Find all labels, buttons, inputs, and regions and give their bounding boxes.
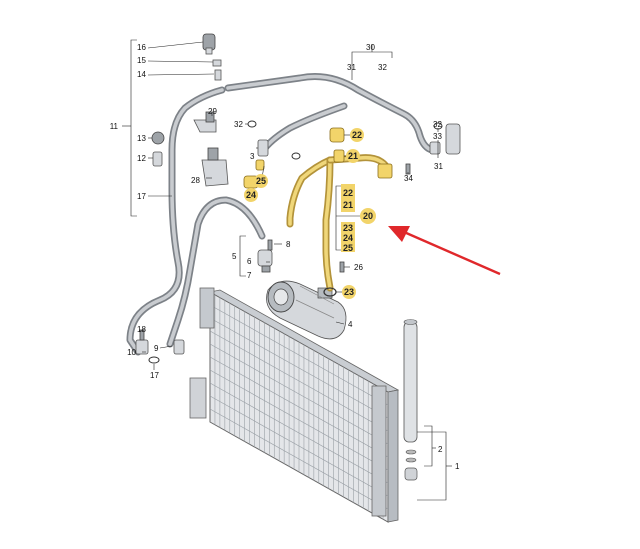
- label-8: 8: [286, 240, 291, 249]
- label-18: 18: [137, 325, 146, 334]
- condenser-fin: [209, 408, 389, 510]
- badge-20: [360, 208, 376, 224]
- label-5: 5: [232, 252, 237, 261]
- label-30: 30: [366, 43, 375, 52]
- label-23a: 23: [343, 223, 353, 233]
- condenser-fin: [209, 330, 389, 432]
- small-parts: [135, 33, 461, 364]
- condenser-fin: [209, 395, 389, 497]
- badge-25a: [254, 174, 268, 188]
- label-7: 7: [247, 271, 252, 280]
- label-24b: 24: [343, 233, 353, 243]
- label-32c: 32: [433, 120, 442, 129]
- label-25a: 25: [256, 176, 266, 186]
- label-21b: 21: [343, 200, 353, 210]
- label-24a: 24: [246, 190, 256, 200]
- compressor: [266, 280, 347, 340]
- label-22b: 22: [343, 188, 353, 198]
- label-29: 29: [208, 107, 217, 116]
- highlight-badges: 22 21 25 24 22 21 20 23 24 25 23: [244, 128, 376, 299]
- label-31b: 31: [434, 162, 443, 171]
- label-16: 16: [137, 43, 146, 52]
- label-9: 9: [154, 344, 159, 353]
- red-arrow: [388, 226, 501, 276]
- badge-23b: [342, 285, 356, 299]
- label-28: 28: [191, 176, 200, 185]
- condenser-fin: [209, 369, 389, 471]
- label-13: 13: [137, 134, 146, 143]
- label-23b: 23: [344, 287, 354, 297]
- label-20: 20: [363, 211, 373, 221]
- label-2: 2: [438, 445, 443, 454]
- label-17a: 17: [137, 192, 146, 201]
- part-labels: 16 15 14 11 13 12 17 29 32 3 28 30 31 32…: [110, 43, 460, 471]
- label-26: 26: [354, 263, 363, 272]
- condenser-fin: [209, 317, 389, 419]
- highlighted-hose: [286, 154, 393, 292]
- badge-group-22-21: [341, 184, 355, 212]
- label-15: 15: [137, 56, 146, 65]
- label-25b: 25: [343, 243, 353, 253]
- label-6: 6: [247, 257, 252, 266]
- label-17b: 17: [150, 371, 159, 380]
- label-32b: 32: [378, 63, 387, 72]
- label-32a: 32: [234, 120, 243, 129]
- label-4: 4: [348, 320, 353, 329]
- label-11: 11: [110, 122, 119, 131]
- label-33: 33: [433, 132, 442, 141]
- label-10: 10: [127, 348, 136, 357]
- leader-lines: [122, 39, 452, 501]
- receiver-drier: [403, 319, 418, 481]
- badge-group-23-24-25: [341, 222, 355, 252]
- badge-22a: [350, 128, 364, 142]
- label-22a: 22: [352, 130, 362, 140]
- condenser: [189, 287, 400, 523]
- condenser-fin: [209, 343, 389, 445]
- label-1: 1: [455, 462, 460, 471]
- label-14: 14: [137, 70, 146, 79]
- condenser-fin: [209, 304, 389, 406]
- badge-24a: [244, 188, 258, 202]
- badge-21a: [346, 149, 360, 163]
- label-3: 3: [250, 152, 255, 161]
- label-12: 12: [137, 154, 146, 163]
- label-34: 34: [404, 174, 413, 183]
- label-21a: 21: [348, 151, 358, 161]
- condenser-fin: [209, 356, 389, 458]
- label-31a: 31: [347, 63, 356, 72]
- hose-lines: [126, 73, 436, 356]
- condenser-fin: [209, 382, 389, 484]
